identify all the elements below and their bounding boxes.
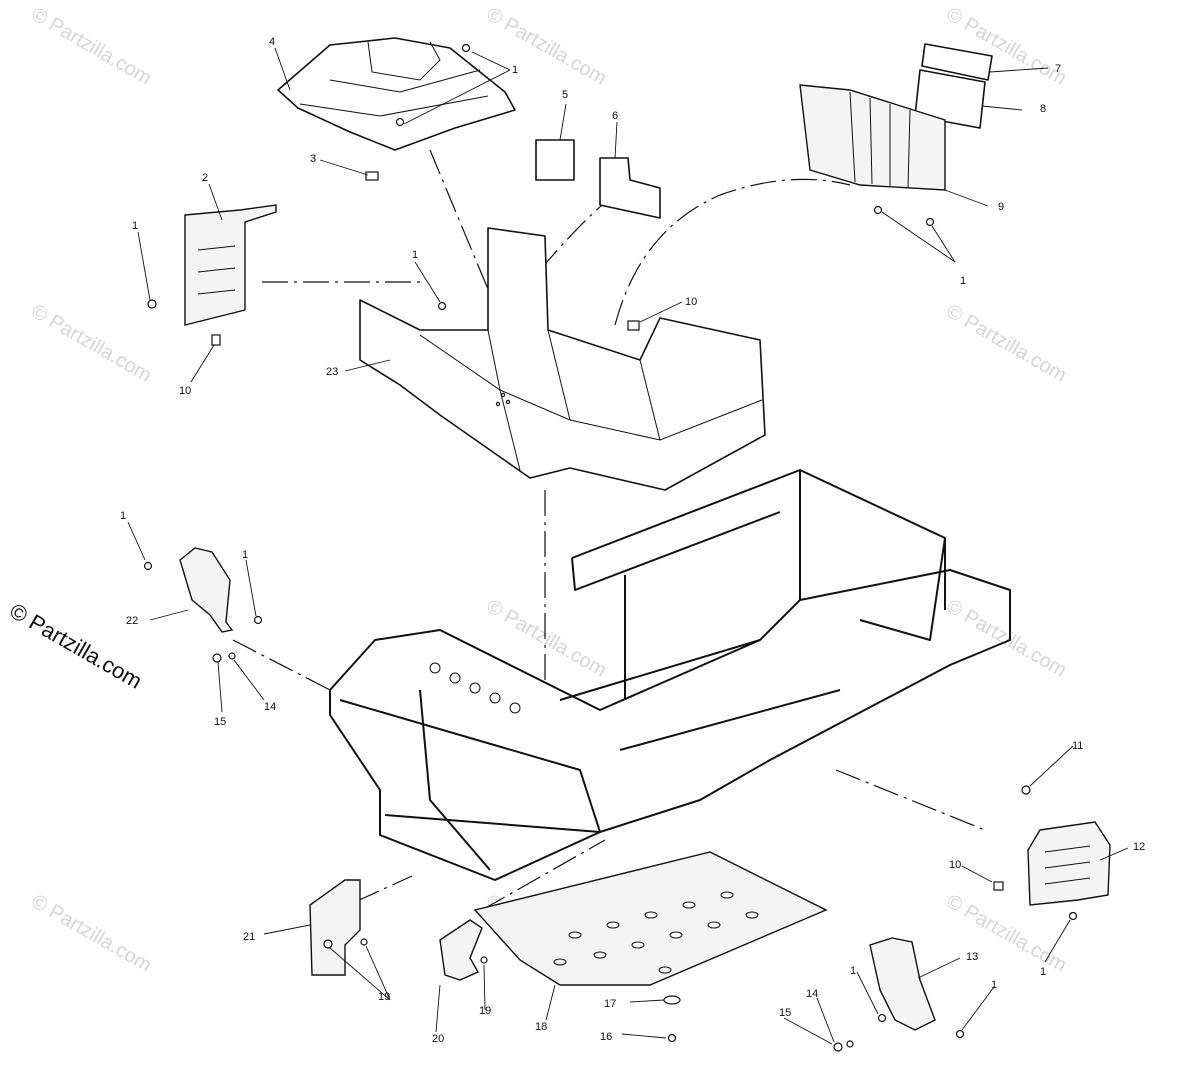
callout-20: 20: [432, 1033, 444, 1045]
skid-plate-18-part: [473, 851, 828, 986]
callout-1: 1: [242, 549, 248, 561]
gasket-5-part: [535, 139, 575, 181]
callout-16: 16: [600, 1031, 612, 1043]
callout-23: 23: [326, 366, 338, 378]
main-frame-part: [329, 469, 1011, 881]
callout-14: 14: [806, 988, 818, 1000]
fasteners: [143, 43, 1078, 1052]
top-cover-part: [277, 37, 516, 151]
deflector-13-part: [869, 937, 936, 1031]
leader-lines: [127, 47, 1129, 1045]
callout-15: 15: [779, 1007, 791, 1019]
watermark: © Partzilla.com: [943, 3, 1071, 89]
callout-1: 1: [120, 510, 126, 522]
callout-4: 4: [269, 36, 275, 48]
callout-18: 18: [535, 1021, 547, 1033]
callout-10: 10: [949, 859, 961, 871]
shield-20-part: [439, 919, 483, 981]
watermark: © Partzilla.com: [28, 300, 156, 386]
bracket-21-part: [309, 879, 361, 976]
callout-1: 1: [1040, 966, 1046, 978]
side-shield-12-part: [1027, 821, 1111, 906]
callout-21: 21: [243, 931, 255, 943]
callout-15: 15: [214, 716, 226, 728]
callout-7: 7: [1055, 63, 1061, 75]
watermark: © Partzilla.com: [483, 595, 611, 681]
callout-19: 19: [479, 1005, 491, 1017]
callout-1: 1: [132, 220, 138, 232]
callout-1: 1: [512, 64, 518, 76]
decal-8-part: [914, 69, 986, 129]
callout-13: 13: [966, 951, 978, 963]
watermark: © Partzilla.com: [483, 3, 611, 89]
callout-11: 11: [1072, 740, 1083, 752]
callout-8: 8: [1040, 103, 1046, 115]
callout-22: 22: [126, 615, 138, 627]
callout-2: 2: [202, 172, 208, 184]
watermark: © Partzilla.com: [943, 300, 1071, 386]
callouts: 4 1 3 2 1 10 1 23 5 6 10 7 8 9 1 1 1 22 …: [120, 36, 1145, 1045]
deflector-22-part: [179, 547, 234, 633]
callout-1: 1: [412, 249, 418, 261]
floor-tub-part: [359, 227, 766, 491]
callout-6: 6: [612, 110, 618, 122]
callout-14: 14: [264, 701, 276, 713]
callout-1: 1: [850, 965, 856, 977]
callout-1: 1: [960, 275, 966, 287]
callout-10: 10: [179, 385, 191, 397]
alignment-lines: [232, 149, 986, 911]
callout-5: 5: [562, 89, 568, 101]
callout-10: 10: [685, 296, 697, 308]
callout-12: 12: [1133, 841, 1145, 853]
gasket-6-part: [599, 157, 661, 219]
callout-19: 19: [378, 991, 390, 1003]
callout-9: 9: [998, 201, 1004, 213]
side-shield-2-part: [184, 204, 277, 326]
watermark: © Partzilla.com: [28, 3, 156, 89]
watermark: © Partzilla.com: [943, 595, 1071, 681]
decal-7-part: [921, 43, 993, 81]
callout-3: 3: [310, 153, 316, 165]
callout-17: 17: [604, 998, 616, 1010]
callout-1: 1: [991, 979, 997, 991]
watermark: © Partzilla.com: [28, 890, 156, 976]
